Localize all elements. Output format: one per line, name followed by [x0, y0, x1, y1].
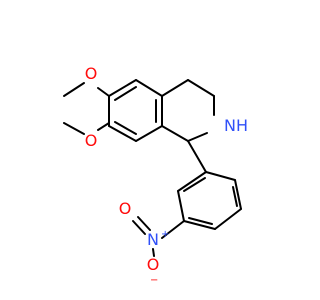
bond [187, 140, 207, 173]
bond [114, 86, 137, 101]
bond [152, 248, 155, 257]
bond [108, 79, 137, 97]
bond [187, 79, 215, 97]
bond [183, 177, 206, 192]
atom-labels: O O NH N + O O − [85, 64, 248, 286]
bond [63, 122, 85, 135]
amine-nh-label: NH [224, 116, 248, 135]
bond [161, 125, 189, 142]
bond [232, 186, 238, 207]
bond [135, 79, 163, 97]
oxygen-label: O [85, 64, 98, 83]
bond [188, 217, 213, 225]
positive-charge: + [161, 229, 169, 240]
bond [161, 220, 185, 239]
bond [161, 79, 189, 97]
bond [177, 171, 207, 192]
negative-charge: − [150, 275, 158, 286]
bond [187, 132, 208, 142]
nitro-oxygen-label: O [119, 199, 132, 218]
bond [108, 125, 137, 142]
bond [137, 216, 151, 231]
bond [177, 190, 185, 222]
bond [63, 82, 85, 97]
molecule-structure: O O NH N + O O − [63, 64, 248, 286]
bond [135, 125, 163, 142]
bond [97, 87, 110, 97]
nitro-nitrogen-label: N [147, 230, 159, 249]
bond [97, 122, 110, 131]
oxygen-label: O [85, 131, 98, 150]
bond [183, 220, 216, 230]
molecule-canvas: O O NH N + O O − [63, 64, 248, 286]
bond [114, 121, 137, 135]
bond [132, 220, 146, 235]
nitro-oxygen-anion-label: O [147, 255, 160, 274]
bond [234, 179, 242, 210]
bond [214, 208, 242, 230]
bond [205, 171, 236, 181]
bonds [63, 79, 242, 257]
